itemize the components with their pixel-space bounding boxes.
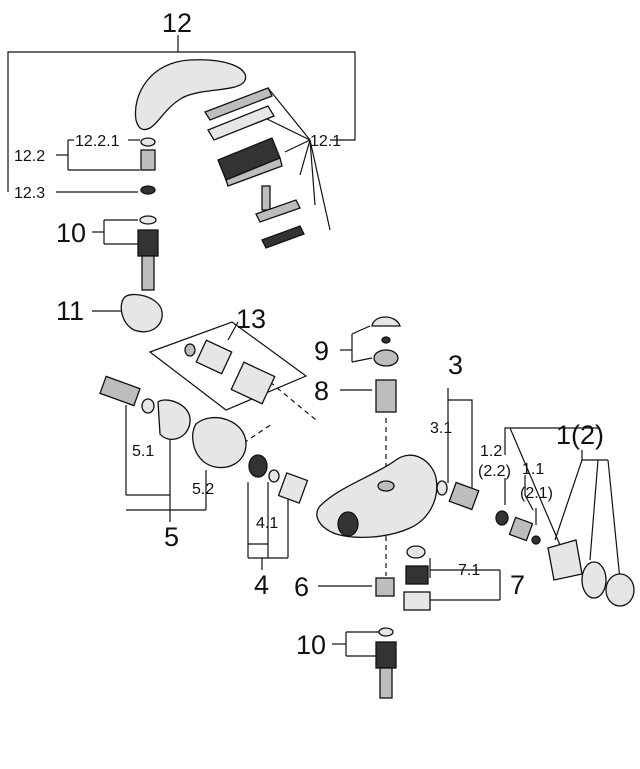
diverter-cap-9-part: [371, 316, 401, 367]
label-10-top: 10: [56, 218, 86, 248]
label-4-1: 4.1: [256, 515, 278, 532]
label-13: 13: [236, 304, 266, 334]
label-5-1: 5.1: [132, 443, 154, 460]
shower-head-part: [134, 59, 305, 249]
label-3: 3: [448, 350, 463, 380]
mixer-body-part: [316, 454, 438, 538]
hose-connector-top-part: [137, 215, 159, 291]
wall-holder-part: [120, 293, 163, 333]
label-11: 11: [56, 296, 84, 326]
label-1-2: 1.2: [480, 443, 502, 460]
label-1-2-handle: 1(2): [556, 420, 604, 450]
label-3-1: 3.1: [430, 420, 452, 437]
cartridge-8-part: [375, 379, 397, 413]
kit-13-part: [148, 321, 308, 411]
valve-unit-3-part: [436, 480, 480, 511]
label-2-1: (2.1): [520, 485, 553, 502]
nipple-6-part: [375, 577, 395, 597]
label-4: 4: [254, 570, 269, 600]
label-2-2: (2.2): [478, 463, 511, 480]
label-5: 5: [164, 522, 179, 552]
label-5-2: 5.2: [192, 481, 214, 498]
hose-connector-bottom-part: [375, 627, 397, 699]
shower-fittings-part: [140, 137, 156, 195]
leader-lines: [7, 35, 621, 657]
label-9: 9: [314, 336, 329, 366]
part-labels: 12 12.1 12.2 12.2.1 12.3 10 11 13 9 8 3 …: [14, 8, 604, 660]
handle-assembly-1-part: [495, 510, 635, 607]
label-8: 8: [314, 376, 329, 406]
label-7: 7: [510, 570, 525, 600]
label-12-3: 12.3: [14, 185, 45, 202]
aerator-7-part: [403, 545, 431, 611]
label-12-2-1: 12.2.1: [75, 133, 120, 150]
label-12-1: 12.1: [310, 133, 341, 150]
label-1-1: 1.1: [522, 461, 544, 478]
connection-set-4-part: [248, 454, 309, 504]
wall-elbow-part: [99, 375, 247, 469]
label-10-bottom: 10: [296, 630, 326, 660]
label-6: 6: [294, 572, 309, 602]
label-12: 12: [162, 8, 192, 38]
label-12-2: 12.2: [14, 148, 45, 165]
label-7-1: 7.1: [458, 562, 480, 579]
